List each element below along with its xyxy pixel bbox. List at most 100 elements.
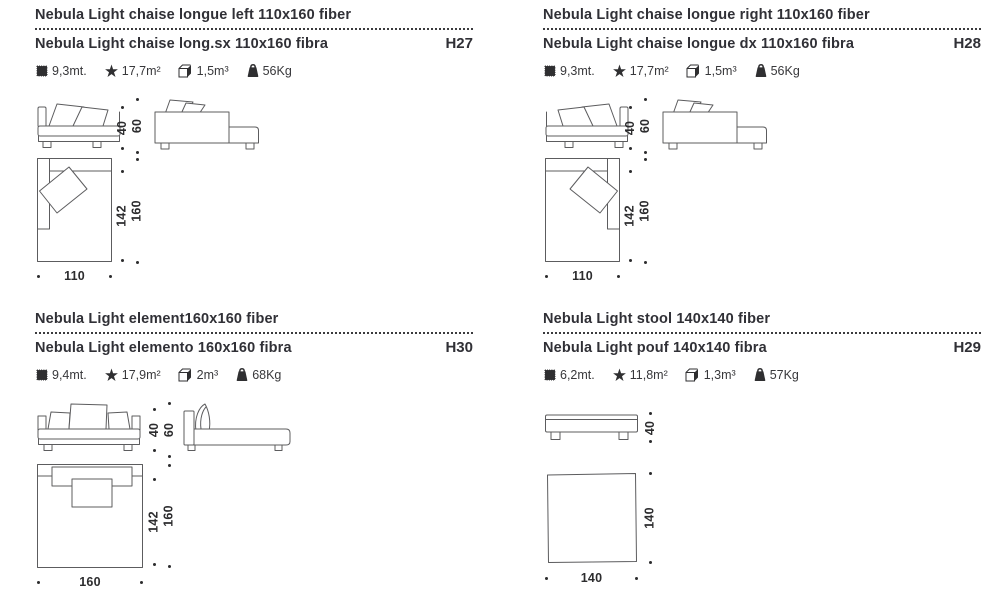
dim-width: 140 (545, 570, 638, 586)
dim-dot (37, 580, 40, 584)
spec-value: 17,7m² (121, 64, 161, 78)
dim-dot (643, 98, 647, 101)
dim-total-depth: 160 (162, 464, 176, 568)
dim-dot (152, 449, 156, 452)
plan-view-drawing (37, 158, 112, 262)
dotted-divider (35, 28, 473, 30)
star-icon (104, 64, 118, 77)
dim-dot (167, 464, 171, 467)
dim-dot (167, 565, 171, 568)
dim-dot (109, 274, 112, 278)
dim-dot (167, 455, 171, 458)
dim-dot (135, 158, 139, 161)
spec-value: 1,5m³ (196, 64, 229, 78)
dim-width: 110 (37, 268, 112, 284)
spec-volume: 2m³ (178, 368, 218, 382)
star-icon (612, 64, 626, 77)
spec-value: 9,4mt. (52, 368, 87, 382)
spec-value: 68Kg (252, 368, 282, 382)
side-view-drawing (154, 99, 259, 150)
product-code: H29 (953, 339, 981, 356)
product-title-it: Nebula Light elemento 160x160 fibra (35, 340, 292, 356)
dim-total-depth: 160 (638, 158, 652, 264)
dim-dot (643, 151, 647, 154)
dim-seat-depth: 142 (115, 170, 129, 262)
dim-dot (628, 259, 632, 262)
spec-row: 6,2mt. 11,8m² 1,3m³ 57Kg (543, 368, 981, 382)
spec-fabric-length: 9,4mt. (35, 368, 87, 382)
dim-seat-height: 40 (147, 408, 161, 452)
volume-box-icon (178, 64, 191, 78)
dim-seat-height: 40 (623, 106, 637, 150)
dim-dot (628, 106, 632, 109)
technical-drawing: 40 60 142 160 160 (35, 400, 473, 599)
plan-view-drawing (545, 158, 620, 262)
product-block-h29: Nebula Light stool 140x140 fiber Nebula … (543, 310, 981, 599)
star-icon (612, 368, 626, 381)
dim-width: 110 (545, 268, 620, 284)
dim-dot (120, 106, 124, 109)
front-view-drawing (37, 103, 121, 148)
dim-seat-height: 40 (115, 106, 129, 150)
dim-total-depth: 160 (130, 158, 144, 264)
product-title-it: Nebula Light chaise longue dx 110x160 fi… (543, 36, 855, 52)
spec-value: 6,2mt. (560, 368, 595, 382)
spec-fabric-area: 17,9m² (104, 368, 161, 382)
side-view-drawing (662, 99, 767, 150)
dim-total-height: 60 (638, 98, 652, 154)
spec-fabric-length: 6,2mt. (543, 368, 595, 382)
dim-dot (167, 402, 171, 405)
spec-value: 11,8m² (629, 368, 668, 382)
dim-dot (643, 158, 647, 161)
dim-dot (545, 274, 548, 278)
plan-view-drawing (37, 464, 143, 568)
title-row: Nebula Light pouf 140x140 fibra H29 (543, 339, 981, 358)
spec-row: 9,3mt. 17,7m² 1,5m³ 56Kg (543, 64, 981, 78)
dim-dot (628, 147, 632, 150)
spec-weight: 56Kg (754, 64, 800, 78)
dim-dot (545, 576, 548, 580)
dim-total-height: 40 (643, 412, 657, 443)
dim-dot (643, 261, 647, 264)
spec-fabric-area: 11,8m² (612, 368, 668, 382)
plan-view-drawing (547, 473, 637, 563)
dim-dot (135, 261, 139, 264)
spec-fabric-length: 9,3mt. (543, 64, 595, 78)
volume-box-icon (178, 368, 191, 382)
spec-value: 57Kg (769, 368, 799, 382)
dim-seat-depth: 142 (623, 170, 637, 262)
spec-volume: 1,3m³ (685, 368, 736, 382)
fabric-swatch-icon (543, 368, 557, 382)
title-row: Nebula Light chaise long.sx 110x160 fibr… (35, 35, 473, 54)
front-view-drawing (545, 414, 638, 440)
dim-dot (152, 478, 156, 481)
star-icon (104, 368, 118, 381)
technical-drawing: 40 60 142 160 110 (35, 96, 473, 288)
product-title-en: Nebula Light element160x160 fiber (35, 311, 279, 327)
dotted-divider (543, 332, 981, 334)
product-title-en: Nebula Light chaise longue left 110x160 … (35, 7, 352, 23)
product-block-h28: Nebula Light chaise longue right 110x160… (543, 6, 981, 288)
dim-dot (140, 580, 143, 584)
dim-dot (648, 440, 652, 443)
spec-row: 9,4mt. 17,9m² 2m³ 68Kg (35, 368, 473, 382)
spec-volume: 1,5m³ (686, 64, 737, 78)
spec-value: 56Kg (770, 64, 800, 78)
technical-drawing: 40 140 140 (543, 400, 981, 599)
product-code: H30 (445, 339, 473, 356)
product-title-en: Nebula Light chaise longue right 110x160… (543, 7, 870, 23)
spec-value: 17,7m² (629, 64, 669, 78)
spec-volume: 1,5m³ (178, 64, 229, 78)
spec-fabric-area: 17,7m² (104, 64, 161, 78)
product-title-en: Nebula Light stool 140x140 fiber (543, 311, 771, 327)
product-code: H28 (953, 35, 981, 52)
dim-dot (37, 274, 40, 278)
product-header: Nebula Light element160x160 fiber Nebula… (35, 310, 473, 382)
product-title-it: Nebula Light pouf 140x140 fibra (543, 340, 767, 356)
title-row: Nebula Light chaise longue dx 110x160 fi… (543, 35, 981, 54)
fabric-swatch-icon (35, 64, 49, 78)
dim-seat-depth: 142 (147, 478, 161, 566)
dim-dot (135, 98, 139, 101)
spec-row: 9,3mt. 17,7m² 1,5m³ 56Kg (35, 64, 473, 78)
